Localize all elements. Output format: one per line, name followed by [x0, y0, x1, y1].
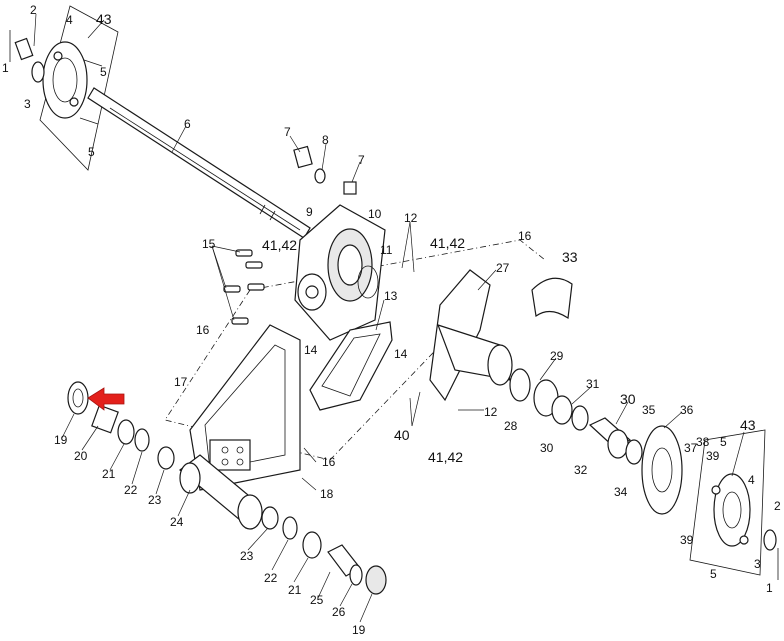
label-16c: 16 — [322, 455, 336, 469]
label-2b: 2 — [774, 499, 781, 513]
label-25: 25 — [310, 593, 324, 607]
label-30: 30 — [620, 391, 636, 407]
label-39a: 39 — [706, 449, 720, 463]
label-19a: 19 — [54, 433, 68, 447]
bushings-right — [509, 368, 643, 465]
label-23a: 23 — [148, 493, 162, 507]
part-labels: 43 2 1 3 4 5 5 6 7 8 7 9 10 11 12 41,42 … — [2, 3, 781, 637]
label-27: 27 — [496, 261, 510, 275]
label-26: 26 — [332, 605, 346, 619]
label-31: 31 — [586, 377, 600, 391]
label-35: 35 — [642, 403, 656, 417]
label-10: 10 — [368, 207, 382, 221]
label-1b: 1 — [766, 581, 773, 595]
label-16a: 16 — [518, 229, 532, 243]
tube-24 — [179, 454, 263, 530]
label-36: 36 — [680, 403, 694, 417]
cover-13 — [309, 321, 393, 411]
label-15: 15 — [202, 237, 216, 251]
label-20: 20 — [74, 449, 88, 463]
label-4b: 4 — [748, 473, 755, 487]
label-21b: 21 — [288, 583, 302, 597]
label-7a: 7 — [284, 125, 291, 139]
shield-33 — [531, 277, 573, 320]
bolts-top-center — [293, 145, 357, 195]
label-11: 11 — [380, 243, 393, 257]
label-9: 9 — [306, 205, 313, 219]
label-8: 8 — [322, 133, 329, 147]
end-plate-left — [9, 5, 119, 171]
label-13: 13 — [384, 289, 398, 303]
bushings-bottom — [261, 506, 387, 595]
label-12a: 12 — [404, 211, 418, 225]
label-33: 33 — [562, 249, 578, 265]
disc-36 — [641, 425, 683, 515]
shaft-6 — [87, 87, 311, 239]
label-6: 6 — [184, 117, 191, 131]
label-5d: 5 — [710, 567, 717, 581]
label-39b: 39 — [680, 533, 694, 547]
label-14a: 14 — [304, 343, 318, 357]
label-23b: 23 — [240, 549, 254, 563]
label-43b: 43 — [740, 417, 756, 433]
label-28: 28 — [504, 419, 518, 433]
label-4a: 4 — [66, 13, 73, 27]
arm-27 — [429, 269, 513, 402]
label-18: 18 — [320, 487, 334, 501]
label-29: 29 — [550, 349, 564, 363]
label-5c: 5 — [720, 435, 727, 449]
label-7b: 7 — [358, 153, 365, 167]
label-19b: 19 — [352, 623, 366, 637]
label-3a: 3 — [24, 97, 31, 111]
leader-lines — [33, 13, 745, 623]
label-38: 38 — [696, 435, 710, 449]
red-arrow-indicator — [87, 387, 125, 411]
end-plate-right — [689, 429, 779, 580]
label-34: 34 — [614, 485, 628, 499]
label-32: 32 — [574, 463, 588, 477]
bushings-left — [67, 381, 175, 470]
label-12b: 12 — [484, 405, 498, 419]
label-16b: 16 — [196, 323, 210, 337]
label-2a: 2 — [30, 3, 37, 17]
bracket-frame — [189, 324, 301, 491]
gear-housing — [294, 204, 386, 341]
label-22b: 22 — [264, 571, 278, 585]
label-14b: 14 — [394, 347, 408, 361]
label-5b: 5 — [88, 145, 95, 159]
label-5a: 5 — [100, 65, 107, 79]
label-43a: 43 — [96, 11, 112, 27]
label-22a: 22 — [124, 483, 138, 497]
label-3b: 3 — [754, 557, 761, 571]
label-24: 24 — [170, 515, 184, 529]
bolts-15 — [223, 249, 265, 325]
label-4142b: 41,42 — [262, 237, 297, 253]
label-37: 37 — [684, 441, 698, 455]
label-4142c: 41,42 — [428, 449, 463, 465]
label-1a: 1 — [2, 61, 9, 75]
label-4142a: 41,42 — [430, 235, 465, 251]
label-30b: 30 — [540, 441, 554, 455]
label-17: 17 — [174, 375, 188, 389]
label-21a: 21 — [102, 467, 116, 481]
label-40: 40 — [394, 427, 410, 443]
